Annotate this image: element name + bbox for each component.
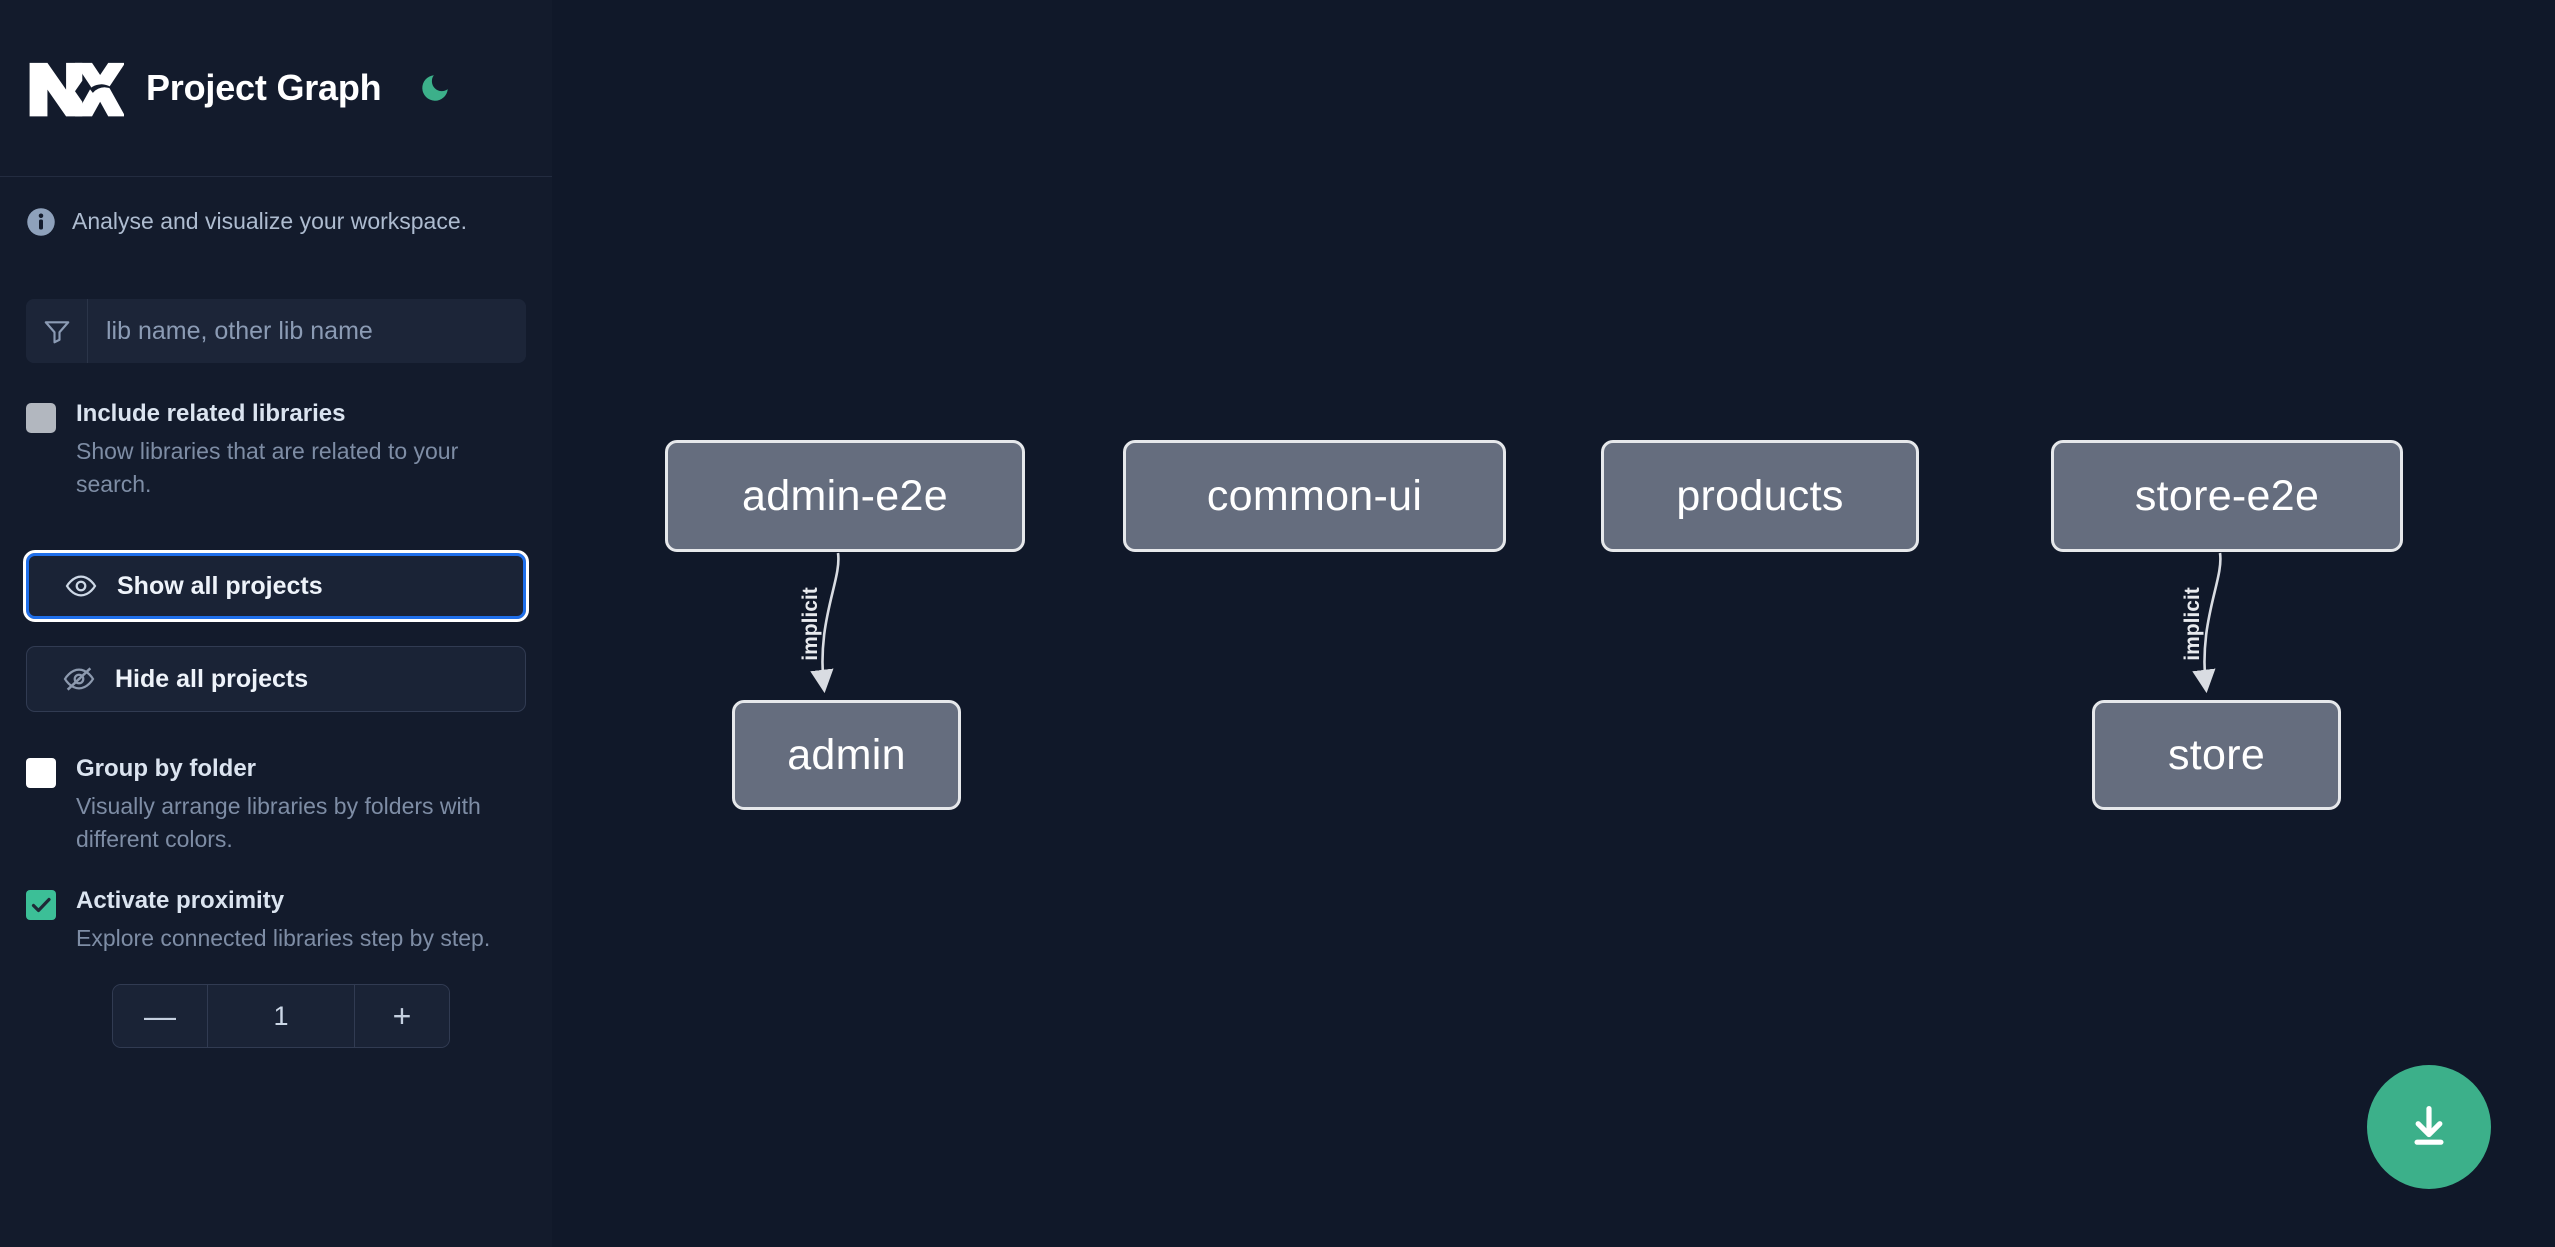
download-graph-button[interactable]	[2367, 1065, 2491, 1189]
hide-all-projects-button[interactable]: Hide all projects	[26, 646, 526, 713]
graph-node-common-ui[interactable]: common-ui	[1123, 440, 1506, 552]
download-icon	[2414, 1105, 2444, 1145]
page-title: Project Graph	[146, 67, 382, 108]
proximity-increment-button[interactable]: +	[354, 985, 449, 1048]
include-related-libraries-description: Show libraries that are related to your …	[76, 438, 459, 497]
nx-logo-icon	[29, 62, 124, 117]
graph-edges-layer	[810, 552, 2222, 694]
graph-node-products[interactable]: products	[1601, 440, 1919, 552]
info-text: Analyse and visualize your workspace.	[72, 208, 468, 235]
sidebar-header: Project Graph	[0, 0, 552, 177]
graph-node-admin[interactable]: admin	[732, 700, 961, 810]
eye-off-icon	[63, 667, 95, 691]
eye-icon	[65, 575, 97, 597]
show-all-projects-label: Show all projects	[117, 571, 323, 600]
activate-proximity-label: Activate proximity	[76, 886, 285, 914]
sidebar: Project Graph Analyse and visualize your…	[0, 0, 552, 1247]
proximity-value: 1	[208, 985, 354, 1048]
info-circle-icon	[27, 208, 55, 236]
workspace-info: Analyse and visualize your workspace.	[0, 177, 552, 237]
proximity-stepper: — 1 +	[112, 984, 450, 1049]
option-include-related-libraries[interactable]: Include related libraries Show libraries…	[0, 363, 552, 500]
graph-node-store-e2e[interactable]: store-e2e	[2051, 440, 2403, 552]
show-all-projects-wrap: Show all projects	[0, 550, 552, 623]
graph-node-admin-e2e[interactable]: admin-e2e	[665, 440, 1025, 552]
edge-label-store-implicit: implicit	[2180, 587, 2204, 661]
filter-funnel-icon	[44, 321, 69, 344]
filter-icon-cell[interactable]	[26, 299, 88, 363]
group-by-folder-description: Visually arrange libraries by folders wi…	[76, 793, 481, 852]
group-by-folder-checkbox[interactable]	[26, 758, 56, 789]
group-by-folder-label: Group by folder	[76, 755, 256, 783]
option-group-by-folder[interactable]: Group by folder Visually arrange librari…	[0, 712, 552, 855]
checkmark-icon	[31, 897, 51, 912]
moon-icon	[422, 75, 449, 101]
include-related-libraries-checkbox[interactable]	[26, 403, 56, 433]
edge-store-e2e-to-store	[2192, 552, 2222, 694]
graph-canvas[interactable]: admin-e2e common-ui products store-e2e a…	[552, 0, 2555, 1247]
edge-admin-e2e-to-admin	[810, 552, 840, 694]
graph-node-store[interactable]: store	[2092, 700, 2341, 810]
search-input[interactable]	[88, 299, 526, 363]
proximity-decrement-button[interactable]: —	[113, 985, 208, 1048]
filter-box	[26, 299, 526, 363]
show-all-projects-button[interactable]: Show all projects	[23, 550, 529, 623]
hide-all-projects-wrap: Hide all projects	[0, 646, 552, 713]
activate-proximity-checkbox[interactable]	[26, 889, 56, 920]
option-activate-proximity[interactable]: Activate proximity Explore connected lib…	[0, 856, 552, 955]
hide-all-projects-label: Hide all projects	[115, 664, 309, 693]
include-related-libraries-label: Include related libraries	[76, 400, 346, 427]
edge-label-admin-implicit: implicit	[798, 587, 822, 661]
activate-proximity-description: Explore connected libraries step by step…	[76, 924, 491, 951]
theme-toggle-button[interactable]	[413, 66, 457, 110]
